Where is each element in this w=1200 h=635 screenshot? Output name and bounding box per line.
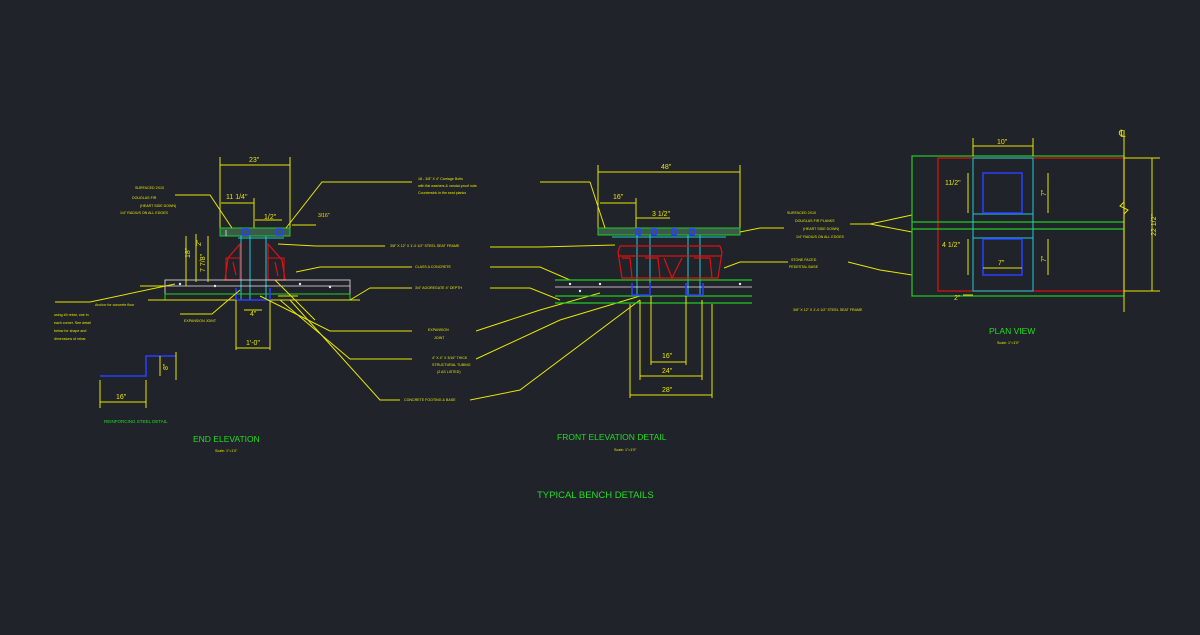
callout-expansion-2: JOINT: [434, 336, 445, 340]
seat-note-4: 1/4" RADIUS ON ALL EDGES: [120, 211, 168, 215]
front-dim-16-bottom: 16": [662, 353, 673, 360]
front-dim-16-top: 16": [613, 194, 624, 201]
dim-11-1-4: 11 1/4": [226, 194, 248, 201]
plan-dim-7-top: 7": [1041, 189, 1048, 196]
front-seat-note-4: 1/4" RADIUS ON ALL EDGES: [796, 235, 844, 239]
front-seat-note-2: DOUGLAS FIR PLANKS: [795, 219, 835, 223]
plan-dim-7-mid: 7": [998, 260, 1005, 267]
plan-view-scale: Scale: 1"=1'0": [997, 341, 1020, 345]
expansion-joint-note: EXPANSION JOINT: [184, 319, 217, 323]
plan-dim-22-1-2: 22 1/2": [1151, 214, 1158, 236]
bolts-note-1: 18 - 3/8" X 4" Carriage Bolts: [418, 177, 463, 181]
rebar-note-2: each corner. See detail: [54, 321, 91, 325]
end-elevation: 23" 11 1/4" 1/2" 3/16": [54, 157, 477, 401]
front-dim-3-1-2: 3 1/2": [652, 211, 671, 218]
plan-dim-10: 10": [997, 139, 1008, 146]
rebar-note-3: below for shape and: [54, 329, 86, 333]
callout-frame: 3/8" X 12" X 1'-0 1/2" STEEL SEAT FRAME: [390, 244, 460, 248]
front-seat-note-3: (HEART SIDE DOWN): [803, 227, 839, 231]
dim-4: 4": [250, 311, 257, 318]
callout-aggregate: 3/4" AGGREGATE 4" DEPTH: [415, 286, 462, 290]
end-elevation-scale: Scale: 1"=1'0": [215, 449, 238, 453]
rebar-note-4: dimensions of rebar.: [54, 337, 86, 341]
dim-23: 23": [249, 157, 260, 164]
plan-dim-11-2: 11/2": [945, 180, 961, 187]
front-elevation: 48" 16" 3 1/2": [540, 164, 863, 398]
callouts: 3/8" X 12" X 1'-0 1/2" STEEL SEAT FRAME …: [390, 244, 641, 402]
rebar-note-1: using #4 rebar, one in: [54, 313, 89, 317]
plan-dim-7-right: 7": [1041, 255, 1048, 262]
seat-note-3: (HEART SIDE DOWN): [140, 204, 176, 208]
front-dim-28: 28": [662, 387, 673, 394]
callout-expansion-1: EXPANSION: [428, 328, 449, 332]
bolts-note-3: Countersink in the seat planks: [418, 191, 466, 195]
callout-tubing-3: (2 AS LISTED): [437, 370, 461, 374]
anchor-note: Anchor for concrete floor: [95, 303, 135, 307]
bolts-note-2: with flat washers & vandal-proof nuts: [418, 184, 477, 188]
dim-1-2: 1/2": [264, 214, 277, 221]
reinforcing-title: REINFORCING STEEL DETAIL: [104, 419, 168, 424]
front-frame-note: 3/8" X 12" X 1'-0 1/2" STEEL SEAT FRAME: [793, 308, 863, 312]
reinforcing-steel-detail: 16" 8" REINFORCING STEEL DETAIL: [99, 352, 177, 424]
rebar-dim-8: 8": [163, 363, 170, 370]
drawing-title: TYPICAL BENCH DETAILS: [537, 490, 654, 501]
plan-view-title: PLAN VIEW: [989, 326, 1035, 336]
front-pedestal-note-2: PEDESTAL BASE: [789, 265, 819, 269]
front-pedestal-note-1: STONE FACED: [791, 258, 817, 262]
seat-note-1: SURFACED 2X10: [135, 186, 164, 190]
front-elevation-scale: Scale: 1"=1'0": [614, 448, 637, 452]
front-seat-note-1: SURFACED 2X10: [787, 211, 816, 215]
callout-tubing-1: 4" X 4" X 3/16" THICK: [432, 356, 468, 360]
front-dim-24: 24": [662, 368, 673, 375]
callout-tubing-2: STRUCTURAL TUBING: [432, 363, 471, 367]
plan-dim-2: 2": [954, 295, 961, 302]
rebar-dim-16: 16": [116, 394, 127, 401]
callout-footing: CONCRETE FOOTING & BASE: [404, 398, 456, 402]
plan-dim-4-1-2: 4 1/2": [942, 242, 961, 249]
end-elevation-title: END ELEVATION: [193, 434, 260, 444]
front-elevation-title: FRONT ELEVATION DETAIL: [557, 432, 667, 442]
seat-note-2: DOUGLAS FIR: [132, 196, 157, 200]
dim-7-7-8: 7 7/8": [200, 253, 207, 272]
dim-1-0: 1'-0": [246, 340, 260, 347]
dim-2: 2": [196, 239, 203, 246]
dim-18: 18": [185, 247, 192, 258]
front-dim-48: 48": [661, 164, 672, 171]
dim-3-16: 3/16": [318, 213, 330, 219]
centerline-symbol: ℄: [1118, 129, 1126, 140]
plan-view: 10" 11/2" 7" 4 1/2" 7" 7" 2" 22 1/2" ℄: [911, 129, 1160, 312]
callout-concrete: CLASS A CONCRETE: [415, 265, 452, 269]
